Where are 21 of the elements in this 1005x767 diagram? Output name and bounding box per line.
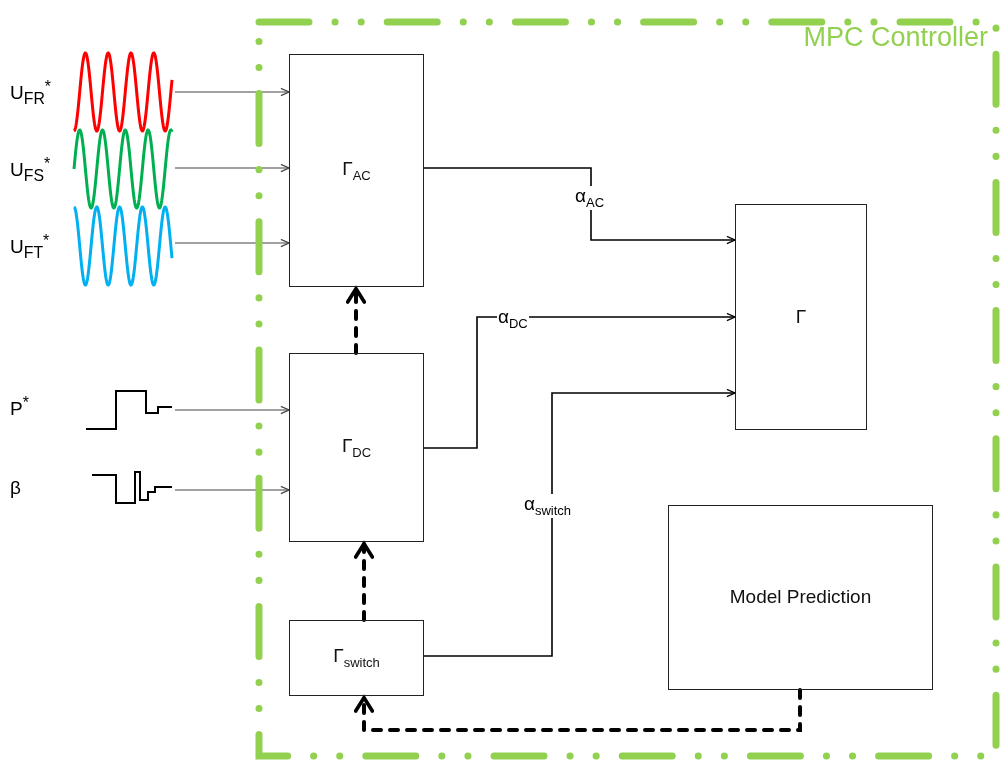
block: Γ: [735, 204, 867, 430]
edge-label: α$_{AC}$: [574, 186, 606, 211]
block: Γ$_{DC}$: [289, 353, 424, 542]
arrow: [174, 87, 290, 97]
block: Γ$_{AC}$: [289, 54, 424, 287]
dashed-arrow: [353, 688, 802, 732]
arrow: [174, 163, 290, 173]
arrow: [174, 238, 290, 248]
arrow: [174, 405, 290, 415]
arrow: [423, 388, 736, 657]
arrow: [174, 485, 290, 495]
dashed-arrow: [353, 540, 375, 622]
signal-label: P$^{*}$: [10, 393, 29, 420]
dashed-arrow: [345, 285, 367, 355]
arrow: [423, 167, 736, 245]
signal-label: β: [10, 476, 21, 499]
arrow: [423, 312, 736, 449]
controller-title: MPC Controller: [803, 22, 988, 53]
block: Γ$_{switch}$: [289, 620, 424, 696]
block: Model Prediction: [668, 505, 933, 690]
edge-label: α$_{switch}$: [523, 494, 573, 519]
